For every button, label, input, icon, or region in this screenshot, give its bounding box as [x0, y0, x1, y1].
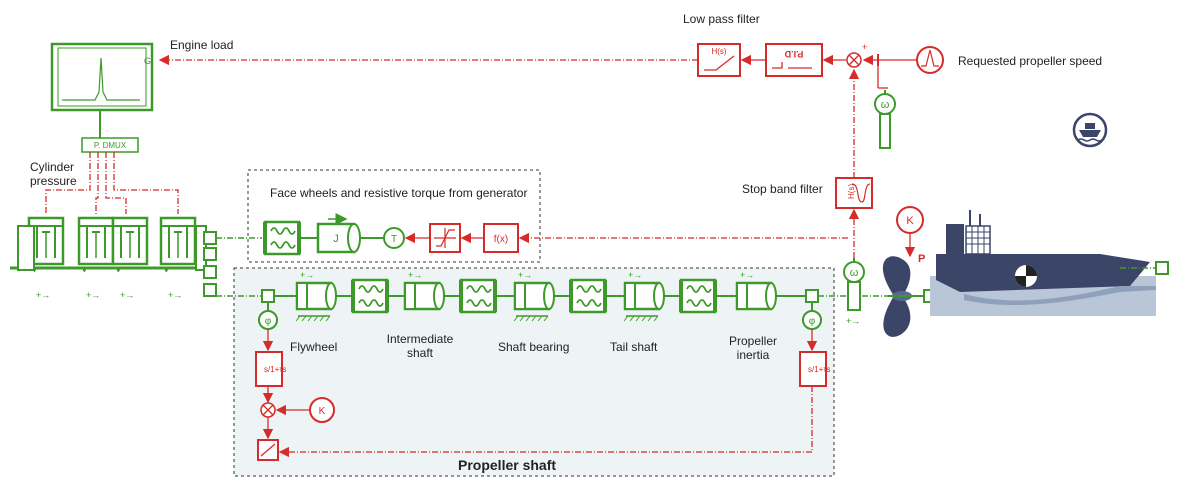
svg-text:+→: +→ [168, 290, 182, 300]
pressure-label: pressure [30, 174, 77, 188]
svg-text:+: + [862, 42, 867, 52]
flywheel-derivative-block: s/1+τs [255, 351, 287, 387]
omega-sensor-propeller: ω +→ [843, 261, 865, 326]
svg-text:φ: φ [809, 316, 816, 327]
stop-band-filter-block: H(s) [835, 177, 873, 209]
summing-junction-left [260, 402, 276, 418]
gain-k-left: K [309, 397, 335, 423]
engine-load-display: G [50, 42, 154, 112]
flywheel-inertia [295, 281, 338, 322]
svg-text:+→: +→ [86, 290, 100, 300]
engine-load-label: Engine load [170, 38, 234, 52]
flywheel-sensor-port [261, 289, 275, 303]
g-label: G [144, 56, 151, 66]
svg-text:+→: +→ [846, 316, 860, 326]
low-pass-filter-block: H(s) [697, 43, 741, 77]
svg-text:+→: +→ [518, 270, 532, 280]
svg-text:P: P [918, 253, 925, 265]
requested-speed-label: Requested propeller speed [958, 54, 1103, 68]
svg-text:K: K [906, 215, 914, 227]
spring-3 [569, 278, 607, 314]
spring-2 [459, 278, 497, 314]
propeller-speed-sensor: φ [802, 310, 822, 330]
spring-4 [679, 278, 717, 314]
face-wheels-group [247, 169, 541, 263]
svg-text:f(x): f(x) [494, 234, 508, 245]
svg-text:K: K [319, 406, 326, 417]
flywheel-label: Flywheel [290, 340, 338, 354]
intermediate-shaft-inertia [403, 281, 446, 311]
low-pass-filter-label: Low pass filter [683, 12, 760, 26]
omega-sensor-top: ω [874, 93, 896, 149]
svg-text:+→: +→ [408, 270, 422, 280]
ship [930, 210, 1169, 316]
propeller-derivative-block: s/1+τs [799, 351, 831, 387]
generator-inertia-j: J [316, 213, 361, 254]
pressure-lines [45, 152, 179, 214]
requested-speed-source [916, 46, 944, 74]
svg-text:+→: +→ [36, 290, 50, 300]
face-wheels-label: Face wheels and resistive torque from ge… [270, 186, 528, 200]
engine-cylinders: +→ +→ +→ +→ [10, 216, 207, 300]
flywheel-speed-sensor: φ [258, 310, 278, 330]
ship-icon [1072, 112, 1108, 148]
cylinder-label: Cylinder [30, 160, 75, 174]
svg-text:+→: +→ [740, 270, 754, 280]
summing-junction-top: + [846, 42, 867, 68]
stop-band-filter-label: Stop band filter [742, 182, 823, 196]
svg-text:T: T [391, 234, 397, 245]
engine-couplings [203, 231, 217, 297]
svg-text:+→: +→ [120, 290, 134, 300]
svg-text:H(s): H(s) [847, 184, 856, 199]
p-dmux-block: P. DMUX [81, 137, 139, 153]
svg-text:P.I.D: P.I.D [784, 49, 803, 59]
tail-shaft-inertia [623, 281, 666, 322]
svg-text:ω: ω [850, 267, 859, 279]
svg-text:ω: ω [881, 99, 890, 111]
torque-source-t: T [383, 227, 405, 249]
propeller-shaft-title: Propeller shaft [458, 457, 557, 473]
propeller [882, 256, 937, 337]
tail-shaft-label: Tail shaft [610, 340, 658, 354]
propeller-sensor-port [805, 289, 819, 303]
switch-block [257, 439, 279, 461]
saturation-block [429, 223, 461, 253]
propeller-gain-k: K P [896, 206, 925, 265]
svg-text:P. DMUX: P. DMUX [94, 141, 127, 150]
function-block-fx: f(x) [483, 223, 519, 253]
svg-text:H(s): H(s) [711, 47, 726, 56]
generator-spring [263, 220, 301, 256]
svg-text:φ: φ [265, 316, 272, 327]
svg-text:J: J [333, 233, 339, 245]
shaft-bearing-inertia [513, 281, 556, 322]
svg-text:s/1+τs: s/1+τs [264, 365, 287, 374]
shaft-bearing-label: Shaft bearing [498, 340, 570, 354]
pid-block: P.I.D [765, 43, 823, 77]
svg-text:s/1+τs: s/1+τs [808, 365, 831, 374]
svg-text:+→: +→ [628, 270, 642, 280]
torque-arrows: +→ +→ +→ +→ +→ [300, 270, 754, 280]
propeller-inertia [735, 281, 778, 311]
spring-1 [351, 278, 389, 314]
svg-text:+→: +→ [300, 270, 314, 280]
